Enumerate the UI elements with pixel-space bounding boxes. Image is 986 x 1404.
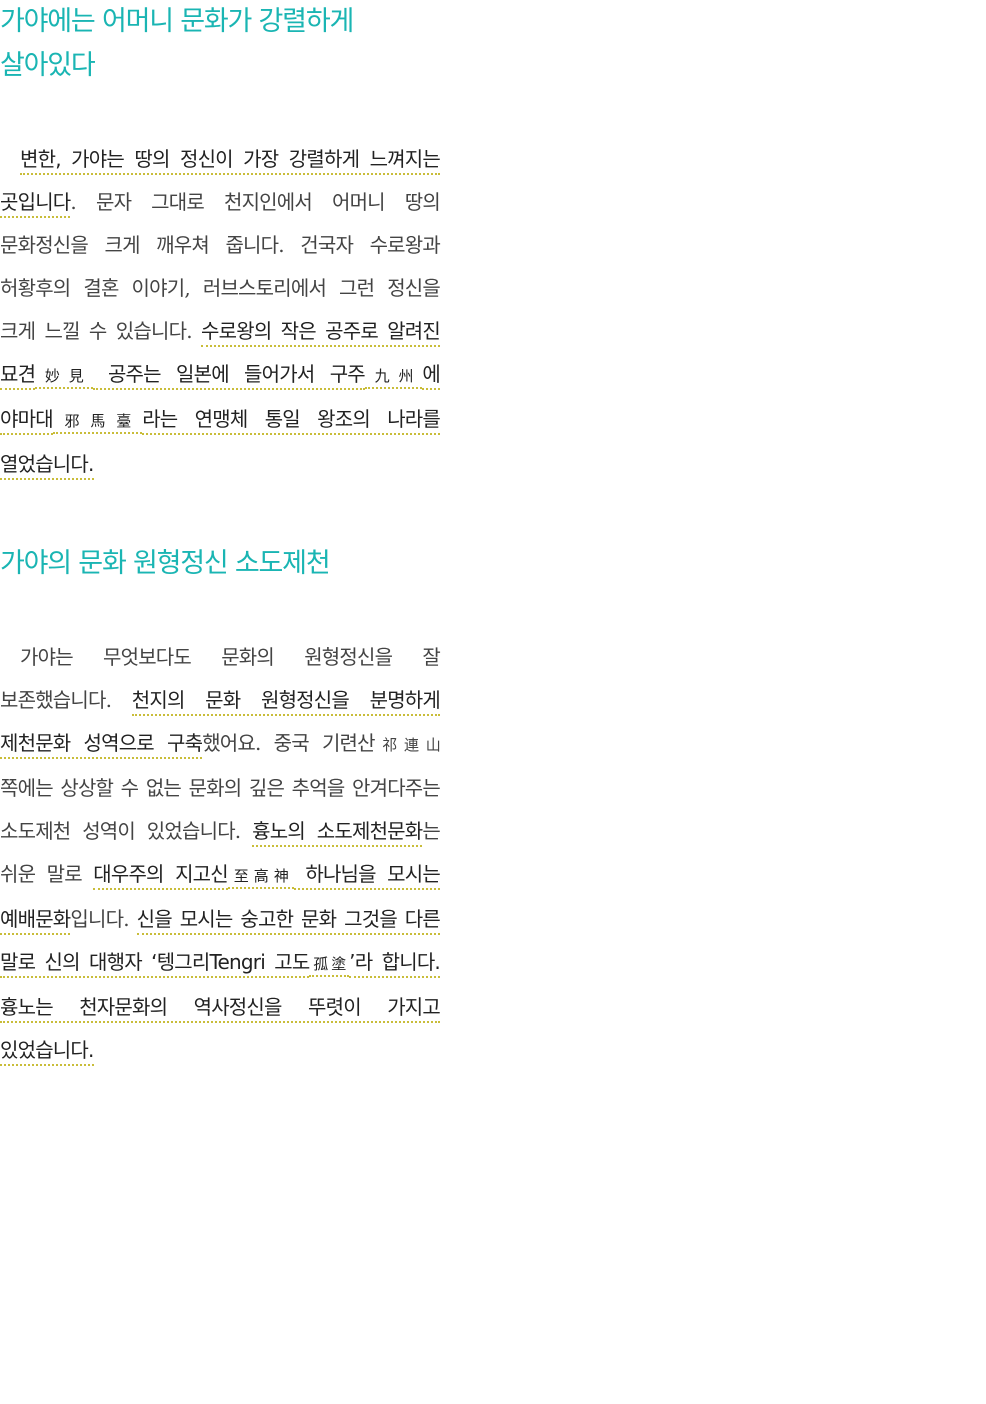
highlighted-text: 에 야마대 [0, 362, 441, 435]
body-text: 가야는 무엇보다도 문화의 원형정신을 잘 보존했습니다. [0, 645, 441, 712]
body-text: . 문자 그대로 천지인에서 어머니 땅의 문화정신을 크게 깨우쳐 줍니다. … [0, 190, 441, 343]
highlighted-text: 수로왕의 작은 공주로 알려진 묘견 [0, 319, 441, 390]
body-text: 입니다. [70, 907, 137, 931]
highlighted-text: 孤塗 [309, 955, 350, 977]
highlighted-text: 妙見 [35, 367, 93, 389]
paragraph-1: 변한, 가야는 땅의 정신이 가장 강렬하게 느껴지는 곳입니다. 문자 그대로… [0, 138, 441, 486]
body-text: 는 쉬운 말로 [0, 819, 441, 886]
article: 가야에는 어머니 문화가 강렬하게 살아있다 변한, 가야는 땅의 정신이 가장… [0, 0, 441, 1072]
highlighted-text: 邪馬臺 [52, 412, 143, 434]
highlighted-text: 하나님을 모시는 예배문화 [0, 862, 441, 935]
highlighted-text: 변한, 가야는 땅의 정신이 가장 강렬하게 느껴지는 곳입니다 [0, 147, 441, 218]
body-text: 쪽에는 상상할 수 없는 문화의 깊은 추억을 안겨다주는 소도제천 성역이 있… [0, 776, 441, 843]
body-text: 祁連山 [374, 736, 441, 754]
body-text: 했어요. 중국 기련산 [202, 731, 375, 755]
section-heading-1: 가야에는 어머니 문화가 강렬하게 살아있다 [0, 6, 354, 81]
highlighted-text: 천지의 문화 원형정신을 분명하게 제천문화 성역으로 구축 [0, 688, 441, 759]
paragraph-2: 가야는 무엇보다도 문화의 원형정신을 잘 보존했습니다. 천지의 문화 원형정… [0, 636, 441, 1072]
highlighted-text: 九州 [364, 367, 423, 389]
highlighted-text: ’라 합니다. 흉노는 천자문화의 역사정신을 뚜렷이 가지고 있었습니다. [0, 950, 441, 1066]
highlighted-text: 신을 모시는 숭고한 문화 그것을 다른 말로 신의 대행자 ‘텡그리Tengr… [0, 907, 441, 978]
highlighted-text: 흉노의 소도제천문화 [252, 819, 423, 847]
highlighted-text: 至高神 [227, 867, 295, 889]
highlighted-text: 대우주의 지고신 [93, 862, 229, 890]
highlighted-text: 라는 연맹체 통일 왕조의 나라를 열었습니다. [0, 407, 441, 480]
highlighted-text: 공주는 일본에 들어가서 구주 [92, 362, 366, 390]
section-heading-2: 가야의 문화 원형정신 소도제천 [0, 548, 331, 579]
